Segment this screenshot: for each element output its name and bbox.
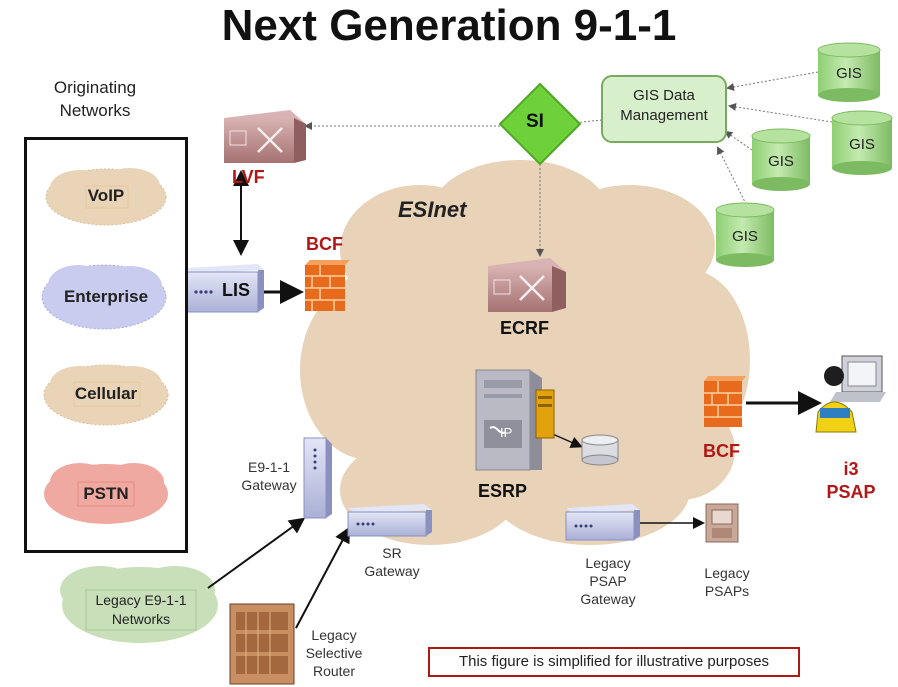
esrp-server-icon <box>475 369 542 471</box>
legacy-selective-router-icon <box>229 603 295 685</box>
legacy-e911-label-line2: Networks <box>111 611 171 627</box>
e911-gateway-label-line2: Gateway <box>241 477 297 493</box>
si-diamond <box>498 82 582 166</box>
originating-networks-box <box>24 137 188 553</box>
esrp-label: ESRP <box>478 481 528 501</box>
legacy-psap-gateway-label-line3: Gateway <box>580 591 636 607</box>
lis-gateway-icon <box>185 264 264 313</box>
lis-label: LIS <box>222 280 251 300</box>
network-cellular: Cellular <box>74 384 138 403</box>
legacy-psap-gateway-label-line2: PSAP <box>589 573 627 589</box>
sr-gateway-label-line2: Gateway <box>364 563 420 579</box>
gis-database-icon-4 <box>715 202 775 267</box>
sr-gateway-label-line1: SR <box>382 545 402 561</box>
gis-database-icon-3 <box>751 128 811 191</box>
network-enterprise: Enterprise <box>63 287 149 306</box>
gis-database-icon-1 <box>817 42 881 102</box>
legacy-psap-gateway-icon <box>565 504 640 541</box>
database-icon <box>581 434 619 466</box>
gis-label-1: GIS <box>836 65 862 82</box>
legacy-psap-gateway-label-line1: Legacy <box>585 555 631 571</box>
cloud-voip <box>45 168 167 226</box>
originating-title-line2: Networks <box>59 101 131 120</box>
operator-icon <box>815 355 886 433</box>
bcf-firewall-icon <box>305 260 350 311</box>
bcf-firewall-right-icon <box>704 376 746 427</box>
legacy-router-label-line2: Selective <box>305 645 363 661</box>
sr-gateway-icon <box>347 504 432 537</box>
psap-label-line1: i3 <box>843 459 859 479</box>
network-voip: VoIP <box>87 186 125 205</box>
psap-label-line2: PSAP <box>826 482 876 502</box>
connectors <box>207 71 833 629</box>
lvf-label: LVF <box>232 167 265 187</box>
cloud-cellular <box>43 364 169 426</box>
legacy-e911-label-line1: Legacy E9-1-1 <box>95 592 187 608</box>
e911-gateway-label-line1: E9-1-1 <box>247 459 291 475</box>
network-pstn: PSTN <box>83 484 129 503</box>
lvf-router-icon <box>224 110 306 163</box>
legacy-psaps-label-line1: Legacy <box>704 565 750 581</box>
gis-database-icon-2 <box>831 110 893 175</box>
gis-label-4: GIS <box>732 228 758 245</box>
gis-mgmt-label-line1: GIS Data <box>633 87 695 104</box>
gis-label-2: GIS <box>849 136 875 153</box>
bcf-right-label: BCF <box>703 441 740 461</box>
page-title: Next Generation 9-1-1 <box>221 1 677 50</box>
ecrf-label: ECRF <box>500 318 549 338</box>
legacy-router-label-line1: Legacy <box>311 627 357 643</box>
gold-server-icon <box>535 389 555 439</box>
cloud-enterprise <box>41 264 167 330</box>
si-label: SI <box>526 111 544 132</box>
bcf-top-label: BCF <box>306 234 343 254</box>
gis-label-3: GIS <box>768 153 794 170</box>
cloud-pstn <box>44 463 168 524</box>
ecrf-router-icon <box>488 258 566 312</box>
legacy-router-label-line3: Router <box>312 663 356 679</box>
originating-title-line1: Originating <box>53 78 137 97</box>
cloud-legacy-e911 <box>60 566 218 643</box>
gis-mgmt-box <box>601 75 727 143</box>
legacy-psaps-label-line2: PSAPs <box>704 583 750 599</box>
gis-mgmt-label-line2: Management <box>620 107 708 124</box>
e911-gateway-icon <box>303 437 332 519</box>
disclaimer-note: This figure is simplified for illustrati… <box>428 647 800 677</box>
esinet-label: ESInet <box>398 197 467 222</box>
legacy-psap-phone-icon <box>705 503 739 543</box>
sip-icon-text: IP <box>500 425 513 440</box>
